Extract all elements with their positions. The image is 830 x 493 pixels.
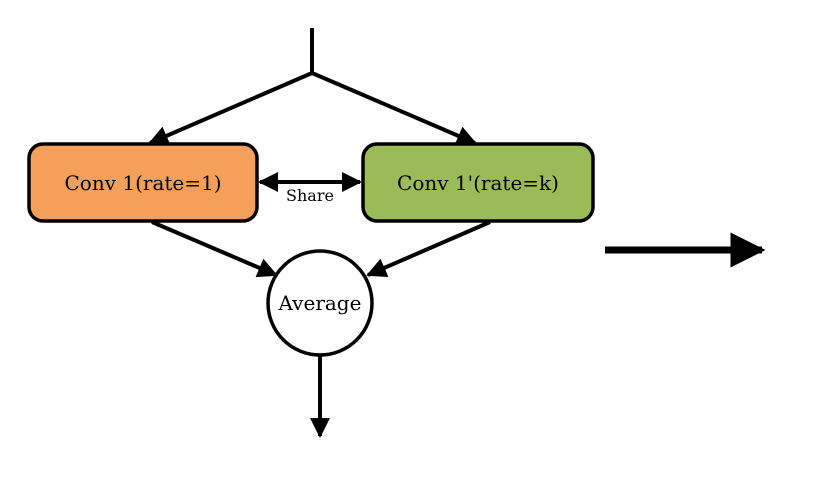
average-circle xyxy=(266,249,374,357)
share-label: Share xyxy=(286,186,334,205)
average-label: Average xyxy=(278,291,362,315)
conv1-prime-box xyxy=(361,142,595,223)
conv1-prime-label: Conv 1'(rate=k) xyxy=(397,171,559,195)
arrow-to-conv1 xyxy=(148,71,313,146)
conv1-box xyxy=(27,142,259,223)
arrow-conv1-to-average xyxy=(151,220,278,278)
arrow-to-conv1-prime xyxy=(311,71,477,146)
average-node: Average xyxy=(266,249,374,357)
conv1-label: Conv 1(rate=1) xyxy=(64,171,221,195)
conv1-node: Conv 1(rate=1) xyxy=(27,142,259,223)
conv1-prime-node: Conv 1'(rate=k) xyxy=(361,142,595,223)
arrow-conv1-prime-to-average xyxy=(366,220,491,277)
